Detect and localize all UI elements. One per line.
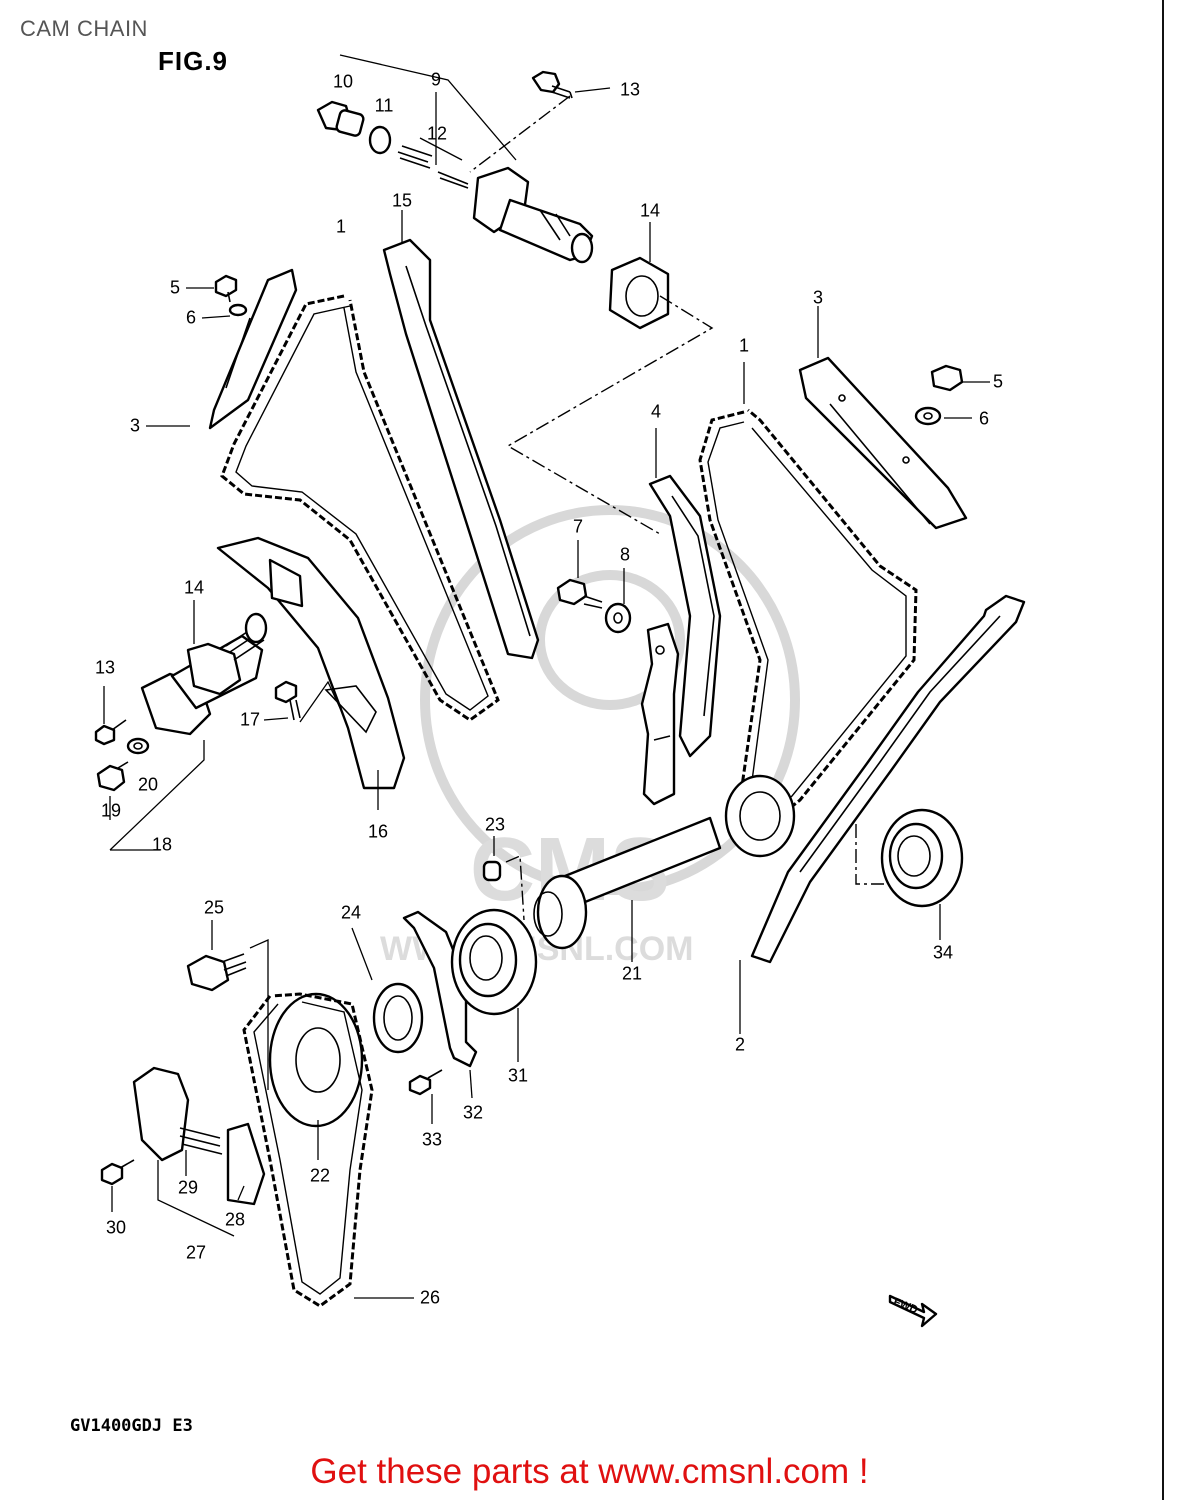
- camshaft-sprocket: [724, 774, 796, 858]
- callout-19: 19: [100, 800, 122, 821]
- callout-12: 12: [426, 123, 448, 144]
- callout-3: 3: [812, 287, 824, 308]
- chain-guide-2: [739, 594, 1026, 1034]
- tensioner-assembly-27: [132, 1066, 266, 1237]
- callout-14: 14: [639, 200, 661, 221]
- bolt-17: [263, 680, 341, 723]
- callout-22: 22: [309, 1165, 331, 1186]
- screw-33: [408, 1069, 443, 1124]
- chain-guide-15: [382, 210, 540, 660]
- chain-guide-3-left: [146, 268, 298, 430]
- callout-13: 13: [619, 79, 641, 100]
- parts-link-banner[interactable]: Get these parts at www.cmsnl.com !: [310, 1452, 869, 1491]
- bolt-19: [96, 761, 129, 820]
- callout-8: 8: [619, 544, 631, 565]
- washer-20: [126, 737, 150, 755]
- bolt-5-right: [914, 364, 990, 426]
- callout-26: 26: [419, 1287, 441, 1308]
- bolt-30: [100, 1159, 135, 1212]
- callout-10: 10: [332, 71, 354, 92]
- bolt-7: [556, 540, 603, 609]
- crank-sprocket-22: [268, 992, 364, 1160]
- bolt-13-lower: [94, 686, 127, 746]
- callout-6: 6: [978, 408, 990, 429]
- figure-label: FIG.9: [158, 46, 229, 76]
- callout-16: 16: [367, 821, 389, 842]
- forward-direction-arrow: FWD: [888, 1294, 938, 1328]
- callout-14: 14: [183, 577, 205, 598]
- callout-9: 9: [430, 69, 442, 90]
- washer-8: [604, 568, 632, 634]
- bearing-34: [855, 808, 964, 940]
- callout-11: 11: [374, 95, 394, 116]
- callout-34: 34: [932, 942, 954, 963]
- callout-30: 30: [105, 1217, 127, 1238]
- pin-23: [482, 836, 525, 921]
- bolt-25: [186, 920, 269, 1090]
- callout-32: 32: [462, 1102, 484, 1123]
- chain-guide-4: [648, 428, 722, 758]
- seal-24: [351, 927, 424, 1054]
- callout-13: 13: [94, 657, 116, 678]
- callout-7: 7: [572, 516, 584, 537]
- bolt-5-left: [186, 274, 248, 319]
- callout-4: 4: [650, 401, 662, 422]
- callout-29: 29: [177, 1177, 199, 1198]
- callout-5: 5: [992, 371, 1004, 392]
- gasket-14-top: [506, 222, 714, 535]
- callout-27: 27: [185, 1242, 207, 1263]
- callout-31: 31: [507, 1065, 529, 1086]
- callout-18: 18: [151, 834, 173, 855]
- tensioner-blade-16: [216, 536, 406, 810]
- bolt-13-top: [469, 70, 611, 173]
- callout-1: 1: [738, 335, 750, 356]
- bearing-31: [450, 908, 538, 1062]
- callout-20: 20: [137, 774, 159, 795]
- upper-tensioner-assembly: [316, 54, 594, 264]
- model-code: GV1400GDJ E3: [70, 1416, 193, 1436]
- tensioner-arm-center: [640, 622, 680, 806]
- right-border-rule: [1162, 0, 1164, 1500]
- callout-28: 28: [224, 1209, 246, 1230]
- shaft-21: [533, 816, 722, 962]
- retainer-plate-32: [402, 910, 478, 1099]
- callout-15: 15: [391, 190, 413, 211]
- callout-2: 2: [734, 1034, 746, 1055]
- fwd-label: FWD: [892, 1296, 920, 1317]
- callout-23: 23: [484, 814, 506, 835]
- callout-17: 17: [239, 709, 261, 730]
- page-title: CAM CHAIN: [20, 16, 148, 41]
- callout-6: 6: [185, 307, 197, 328]
- callout-24: 24: [340, 902, 362, 923]
- callout-1: 1: [335, 216, 347, 237]
- callout-25: 25: [203, 897, 225, 918]
- tensioner-assembly-18: [109, 600, 268, 851]
- callout-5: 5: [169, 277, 181, 298]
- chain-guide-3-right: [798, 306, 968, 530]
- cam-chain-1-left: [220, 294, 500, 722]
- callout-3: 3: [129, 415, 141, 436]
- cam-chain-26: [242, 992, 414, 1308]
- callout-33: 33: [421, 1129, 443, 1150]
- callout-21: 21: [621, 963, 643, 984]
